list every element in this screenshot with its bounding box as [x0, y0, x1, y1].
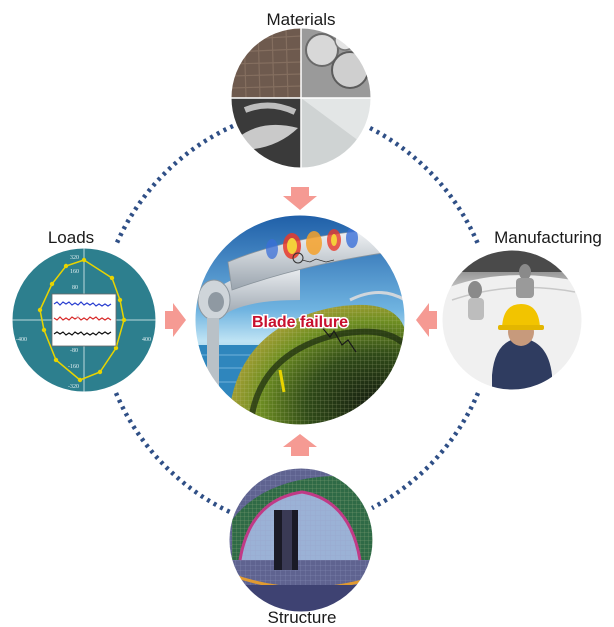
x-tick-label: 400 — [142, 337, 151, 343]
blade-failure-title: Blade failure — [252, 314, 348, 331]
arrow-up-icon — [283, 434, 317, 456]
y-tick-label: -160 — [68, 364, 79, 370]
manufacturing-image — [442, 250, 582, 390]
blade-failure-image: Blade failure — [195, 215, 405, 425]
y-tick-label: -320 — [68, 384, 79, 390]
label-loads: Loads — [48, 228, 94, 247]
arrow-down-icon — [283, 187, 317, 210]
label-structure: Structure — [268, 608, 337, 627]
loads-chart-image: 320 160 80 0 -80 -160 -320 -400 400 — [12, 248, 156, 392]
y-tick-label: 160 — [70, 269, 79, 275]
materials-image — [231, 28, 371, 168]
x-tick-label: -400 — [16, 337, 27, 343]
y-tick-label: 320 — [70, 255, 79, 261]
label-manufacturing: Manufacturing — [494, 228, 602, 247]
y-tick-label: 0 — [76, 314, 79, 320]
structure-image — [229, 468, 373, 612]
dotted-ring — [113, 123, 481, 516]
y-tick-label: 80 — [72, 285, 78, 291]
label-materials: Materials — [267, 10, 336, 29]
arrow-right-icon — [165, 303, 186, 337]
arrow-left-icon — [416, 303, 437, 337]
y-tick-label: -80 — [70, 348, 78, 354]
